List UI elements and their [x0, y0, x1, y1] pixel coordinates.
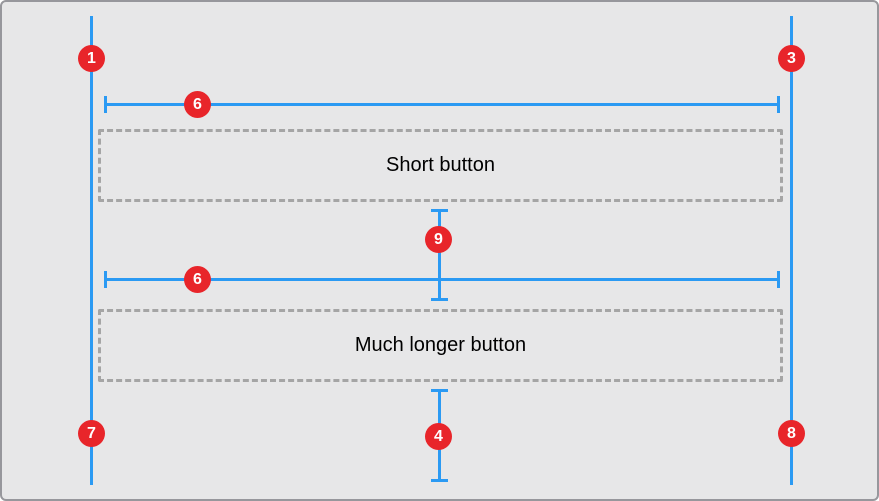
measure-end-tick	[104, 96, 107, 113]
measure-end-tick	[431, 389, 448, 392]
measure-end-tick	[431, 298, 448, 301]
left-margin-guide-line	[90, 16, 93, 485]
constraint-badge-left-margin-top: 1	[78, 45, 105, 72]
short-button-label: Short button	[386, 154, 495, 176]
constraint-badge-bottom-width: 6	[184, 266, 211, 293]
constraint-badge-left-margin-bottom: 7	[78, 420, 105, 447]
bottom-width-constraint-line	[104, 271, 780, 288]
short-button[interactable]: Short button	[98, 129, 783, 202]
constraint-badge-right-margin-bottom: 8	[778, 420, 805, 447]
measure-end-tick	[104, 271, 107, 288]
much-longer-button[interactable]: Much longer button	[98, 309, 783, 382]
constraint-badge-bottom-spacing: 4	[425, 423, 452, 450]
constraint-badge-top-width: 6	[184, 91, 211, 118]
much-longer-button-label: Much longer button	[354, 334, 527, 356]
constraint-badge-right-margin-top: 3	[778, 45, 805, 72]
top-width-constraint-line	[104, 96, 780, 113]
vertical-spacing-constraint-line	[431, 209, 448, 301]
measure-end-tick	[431, 209, 448, 212]
measure-end-tick	[431, 479, 448, 482]
measure-end-tick	[777, 271, 780, 288]
constraint-badge-vertical-spacing: 9	[425, 226, 452, 253]
right-margin-guide-line	[790, 16, 793, 485]
measure-end-tick	[777, 96, 780, 113]
